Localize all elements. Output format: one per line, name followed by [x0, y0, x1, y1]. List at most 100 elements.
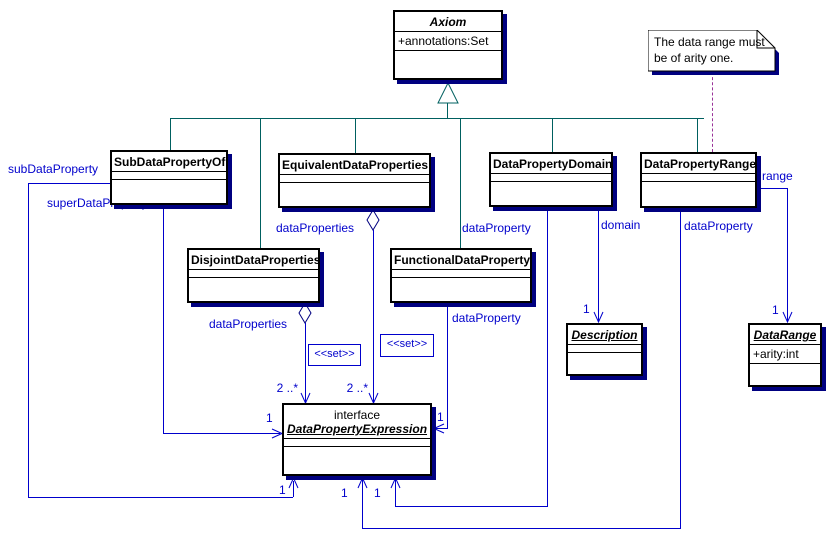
class-title: DataPropertyDomain: [493, 157, 611, 171]
class-title: Description: [571, 328, 638, 342]
open-arrowhead-up-icon: [357, 477, 368, 489]
class-description: Description: [566, 323, 643, 376]
note-anchor-line: [712, 72, 713, 152]
attributes-compartment: [491, 173, 611, 181]
class-title: FunctionalDataProperty: [394, 253, 530, 267]
assoc-superdataproperty-segment: [163, 433, 280, 434]
assoc-functional-dataproperty-segment: [434, 428, 448, 429]
assoc-subdataproperty-segment: [28, 497, 293, 498]
class-title: EquivalentDataProperties: [282, 158, 429, 172]
generalization-drop-subdatapropertyof: [170, 118, 171, 150]
assoc-subdataproperty-segment: [28, 183, 110, 184]
assoc-range-segment: [787, 188, 788, 322]
assoc-domain-dataproperty-segment: [547, 207, 548, 506]
note-text: The data range must be of arity one.: [654, 34, 765, 66]
generalization-triangle-icon: [437, 82, 459, 104]
assoc-domain-segment: [598, 207, 599, 322]
multiplicity-label: 1: [266, 411, 273, 425]
assoc-functional-dataproperty-segment: [447, 303, 448, 428]
class-title: Axiom: [429, 15, 467, 29]
set-stereotype-box: <<set>>: [380, 334, 434, 357]
operations-compartment: [642, 181, 755, 206]
assoc-superdataproperty-segment: [163, 205, 164, 433]
class-functionaldataproperty: FunctionalDataProperty: [390, 248, 532, 303]
open-arrowhead-left-icon: [433, 423, 445, 434]
class-datarange: DataRange +arity:int: [748, 323, 822, 387]
operations-compartment: [395, 50, 501, 78]
role-label-domain: domain: [601, 218, 641, 232]
class-title: SubDataPropertyOf: [114, 155, 226, 169]
role-label-subdataproperty: subDataProperty: [8, 162, 99, 176]
operations-compartment: [750, 363, 820, 385]
attributes-compartment: [189, 269, 318, 277]
assoc-domain-dataproperty-segment: [395, 506, 548, 507]
generalization-drop-disjointdataproperties: [260, 118, 261, 248]
note-text-line2: be of arity one.: [654, 51, 734, 65]
class-equivalentdataproperties: EquivalentDataProperties: [278, 153, 431, 208]
multiplicity-label: 2 ..*: [346, 381, 368, 395]
operations-compartment: [284, 446, 430, 474]
attributes-compartment: [392, 269, 530, 277]
attributes-compartment: [112, 171, 226, 179]
aggregation-diamond-icon: [366, 209, 380, 231]
set-stereotype-box: <<set>>: [308, 344, 361, 366]
class-title: DisjointDataProperties: [191, 253, 318, 267]
generalization-drop-datapropertyrange: [697, 118, 698, 152]
attribute-annotations: +annotations:Set: [395, 31, 501, 50]
assoc-range-dataproperty-segment: [362, 479, 363, 528]
class-datapropertydomain: DataPropertyDomain: [489, 152, 613, 207]
role-label-dataproperties-disjoint: dataProperties: [209, 317, 288, 331]
multiplicity-label: 2 ..*: [276, 381, 298, 395]
assoc-domain-dataproperty-segment: [395, 479, 396, 506]
operations-compartment: [491, 181, 611, 205]
class-disjointdataproperties: DisjointDataProperties: [187, 248, 320, 303]
note-text-line1: The data range must: [654, 35, 765, 49]
attributes-compartment: [284, 438, 430, 446]
multiplicity-label: 1: [279, 483, 286, 497]
attributes-compartment: [280, 174, 429, 182]
multiplicity-label: 1: [583, 302, 590, 316]
class-datapropertyrange: DataPropertyRange: [640, 152, 757, 208]
attribute-arity: +arity:int: [750, 344, 820, 363]
class-subdatapropertyof: SubDataPropertyOf: [110, 150, 228, 205]
operations-compartment: [112, 179, 226, 203]
role-label-dataproperties-equivalent: dataProperties: [276, 221, 355, 235]
role-label-dataproperty-domain: dataProperty: [462, 221, 531, 235]
open-arrowhead-up-icon: [288, 477, 299, 489]
class-title: DataPropertyRange: [644, 157, 755, 171]
aggregation-diamond-icon: [298, 302, 312, 324]
generalization-bus-line: [170, 118, 704, 119]
assoc-equivalent-dataproperties-segment: [373, 230, 374, 403]
assoc-range-dataproperty-segment: [362, 528, 681, 529]
class-axiom: Axiom +annotations:Set: [393, 10, 503, 80]
multiplicity-label: 1: [437, 410, 444, 424]
assoc-range-segment: [757, 188, 788, 189]
assoc-subdataproperty-segment: [293, 481, 294, 497]
role-label-dataproperty-functional: dataProperty: [452, 311, 521, 325]
assoc-disjoint-dataproperties-segment: [305, 323, 306, 403]
attributes-compartment: [568, 344, 641, 352]
operations-compartment: [280, 182, 429, 206]
multiplicity-label: 1: [341, 486, 348, 500]
generalization-drop-functionaldataproperty: [460, 118, 461, 248]
assoc-range-dataproperty-segment: [680, 208, 681, 528]
role-label-range: range: [762, 169, 793, 183]
multiplicity-label: 1: [772, 303, 779, 317]
open-arrowhead-down-icon: [593, 311, 604, 323]
generalization-drop-equivalentdataproperties: [355, 118, 356, 153]
operations-compartment: [189, 277, 318, 301]
class-title: interface DataPropertyExpression: [284, 405, 430, 438]
assoc-subdataproperty-segment: [28, 183, 29, 497]
interface-keyword: interface: [333, 408, 381, 422]
operations-compartment: [568, 352, 641, 374]
role-label-dataproperty-range: dataProperty: [684, 219, 753, 233]
note: [648, 30, 779, 75]
generalization-trunk-line: [447, 103, 448, 118]
class-title: DataRange: [753, 328, 817, 342]
interface-name: DataPropertyExpression: [286, 422, 428, 436]
attributes-compartment: [642, 173, 755, 181]
open-arrowhead-down-icon: [782, 311, 793, 323]
multiplicity-label: 1: [374, 486, 381, 500]
generalization-drop-datapropertydomain: [552, 118, 553, 152]
